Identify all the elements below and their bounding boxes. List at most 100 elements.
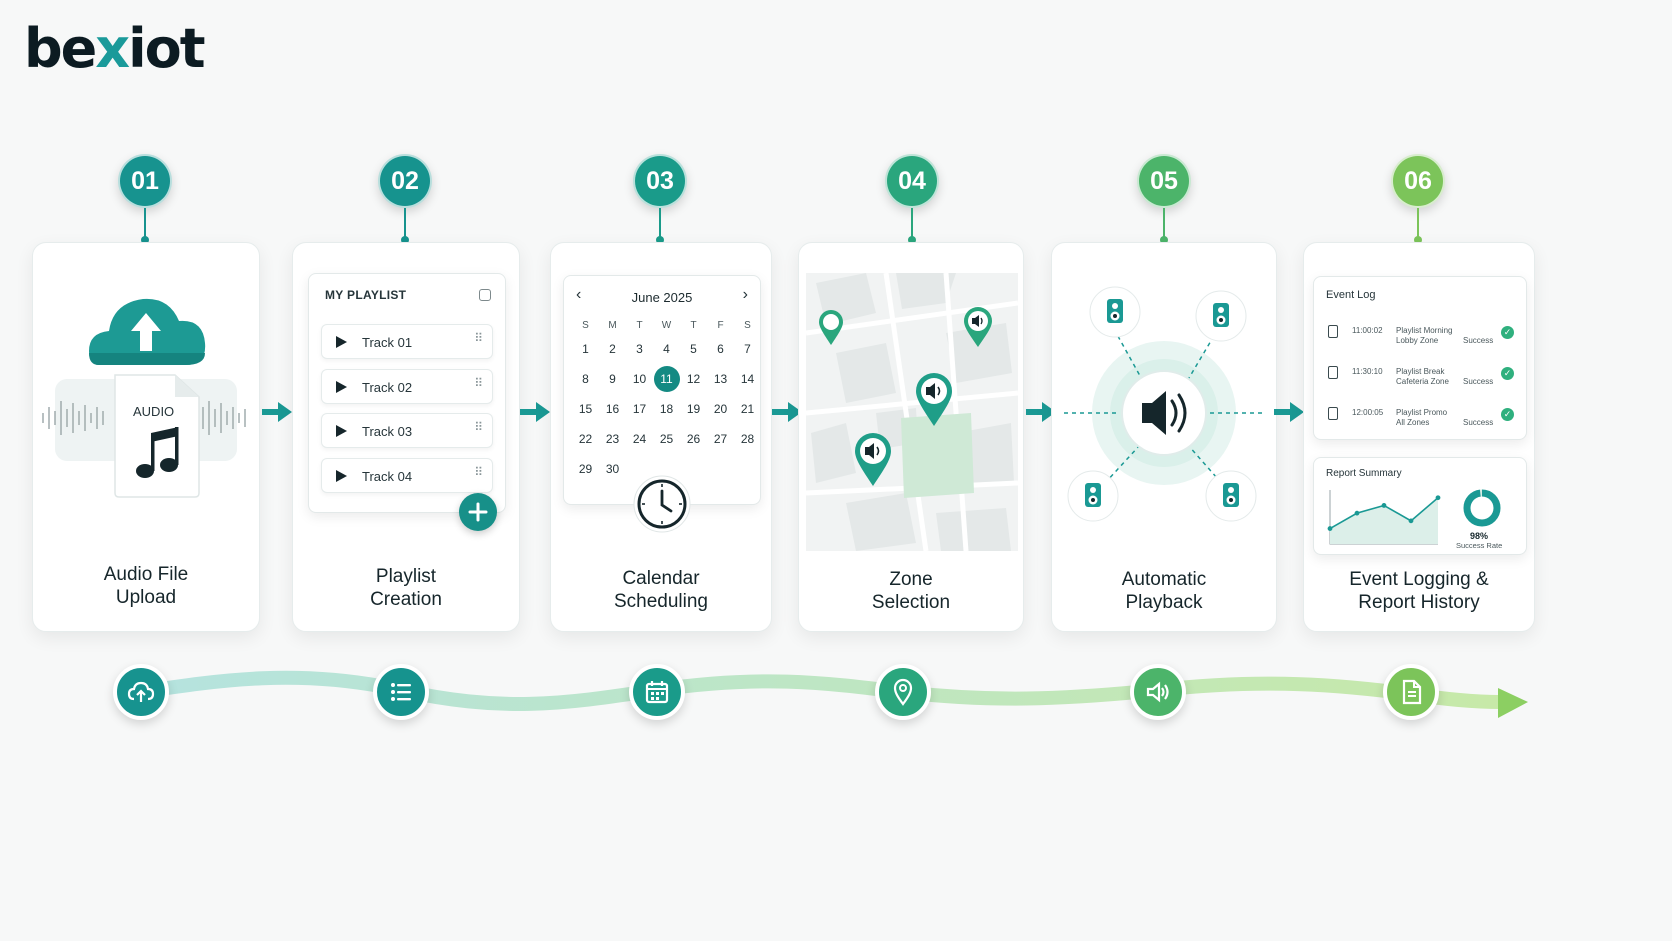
play-icon[interactable] — [336, 470, 347, 482]
calendar-day[interactable]: 18 — [659, 402, 674, 416]
track-item[interactable]: Track 04⠿ — [321, 458, 493, 493]
drag-handle-icon[interactable]: ⠿ — [474, 376, 483, 390]
calendar-day[interactable]: 21 — [740, 402, 755, 416]
flow-arrow — [1026, 402, 1056, 422]
track-item[interactable]: Track 02⠿ — [321, 369, 493, 404]
calendar-icon — [629, 664, 685, 720]
drag-handle-icon[interactable]: ⠿ — [474, 331, 483, 345]
calendar-day[interactable]: 28 — [740, 432, 755, 446]
chart-point — [1435, 495, 1441, 501]
calendar-empty — [707, 454, 734, 484]
playlist-panel: MY PLAYLIST Track 01⠿ Track 02⠿ Track 03… — [308, 273, 506, 513]
speaker-pin-icon[interactable] — [961, 305, 995, 349]
weekday-label: T — [636, 320, 643, 331]
calendar-day[interactable]: 3 — [636, 342, 643, 356]
calendar-day[interactable]: 17 — [632, 402, 647, 416]
calendar-day[interactable]: 14 — [740, 372, 755, 386]
calendar-day[interactable]: 4 — [663, 342, 670, 356]
speaker-device-icon — [1205, 470, 1257, 522]
calendar-day[interactable]: 19 — [686, 402, 701, 416]
weekday-label: S — [744, 320, 751, 331]
speaker-icon — [1130, 664, 1186, 720]
speaker-pin-icon[interactable] — [851, 430, 895, 488]
play-icon[interactable] — [336, 336, 347, 348]
success-rate-label: Success Rate — [1456, 541, 1503, 550]
chart-area — [1330, 497, 1438, 544]
calendar-day[interactable]: 16 — [605, 402, 620, 416]
check-icon: ✓ — [1501, 408, 1514, 421]
calendar-day[interactable]: 8 — [582, 372, 589, 386]
chart-point — [1354, 510, 1360, 516]
calendar-day[interactable]: 11 — [653, 364, 680, 394]
weekday-label: S — [582, 320, 589, 331]
step-badge-01: 01 — [118, 154, 172, 208]
speaker-device-icon — [1067, 470, 1119, 522]
calendar-day[interactable]: 24 — [632, 432, 647, 446]
audio-file-label: AUDIO — [133, 404, 175, 419]
chevron-left-icon[interactable]: ‹ — [576, 286, 582, 303]
calendar-day[interactable]: 9 — [609, 372, 616, 386]
track-item[interactable]: Track 01⠿ — [321, 324, 493, 359]
calendar-day[interactable]: 15 — [578, 402, 593, 416]
weekday-label: F — [717, 320, 724, 331]
weekday-label: W — [661, 320, 672, 331]
calendar-day[interactable]: 27 — [713, 432, 728, 446]
document-icon — [1328, 407, 1338, 420]
add-track-button[interactable] — [459, 493, 497, 531]
selected-day[interactable]: 11 — [653, 366, 680, 392]
chevron-right-icon[interactable]: › — [742, 286, 748, 303]
calendar-day[interactable]: 30 — [605, 462, 620, 476]
document-icon — [1383, 664, 1439, 720]
location-pin-icon[interactable] — [817, 309, 845, 347]
report-line-chart — [1327, 490, 1441, 545]
play-icon[interactable] — [336, 425, 347, 437]
calendar-day[interactable]: 29 — [578, 462, 593, 476]
calendar-day[interactable]: 2 — [609, 342, 616, 356]
weekday-label: M — [608, 320, 617, 331]
drag-handle-icon[interactable]: ⠿ — [474, 465, 483, 479]
document-icon — [1328, 325, 1338, 338]
speaker-pin-icon[interactable] — [912, 370, 956, 428]
drag-handle-icon[interactable]: ⠿ — [474, 420, 483, 434]
plus-icon — [468, 502, 488, 522]
audio-upload-illustration — [42, 298, 246, 498]
report-summary-title: Report Summary — [1326, 468, 1402, 479]
step-card-playlist: MY PLAYLIST Track 01⠿ Track 02⠿ Track 03… — [292, 242, 520, 632]
checkbox[interactable] — [479, 289, 491, 301]
calendar-day[interactable]: 25 — [659, 432, 674, 446]
calendar-day[interactable]: 7 — [744, 342, 751, 356]
calendar-day[interactable]: 23 — [605, 432, 620, 446]
step-badge-06: 06 — [1391, 154, 1445, 208]
step-title: Event Logging &Report History — [1349, 569, 1489, 613]
document-icon — [1328, 366, 1338, 379]
calendar-day[interactable]: 5 — [690, 342, 697, 356]
flow-arrow — [1274, 402, 1304, 422]
brand-logo: bexiot — [24, 17, 206, 80]
check-icon: ✓ — [1501, 326, 1514, 339]
calendar-day[interactable]: 10 — [632, 372, 647, 386]
step-connector-dot — [1160, 236, 1168, 244]
weekday-label: T — [690, 320, 697, 331]
play-icon[interactable] — [336, 381, 347, 393]
track-item[interactable]: Track 03⠿ — [321, 413, 493, 448]
calendar-day[interactable]: 6 — [717, 342, 724, 356]
calendar-day[interactable]: 20 — [713, 402, 728, 416]
step-connector — [1163, 208, 1165, 240]
calendar-day[interactable]: 22 — [578, 432, 593, 446]
list-icon — [373, 664, 429, 720]
calendar-day[interactable]: 13 — [713, 372, 728, 386]
step-connector-dot — [141, 236, 149, 244]
calendar-day[interactable]: 26 — [686, 432, 701, 446]
calendar-empty — [734, 454, 761, 484]
calendar-day[interactable]: 12 — [686, 372, 701, 386]
calendar-day[interactable]: 1 — [582, 342, 589, 356]
